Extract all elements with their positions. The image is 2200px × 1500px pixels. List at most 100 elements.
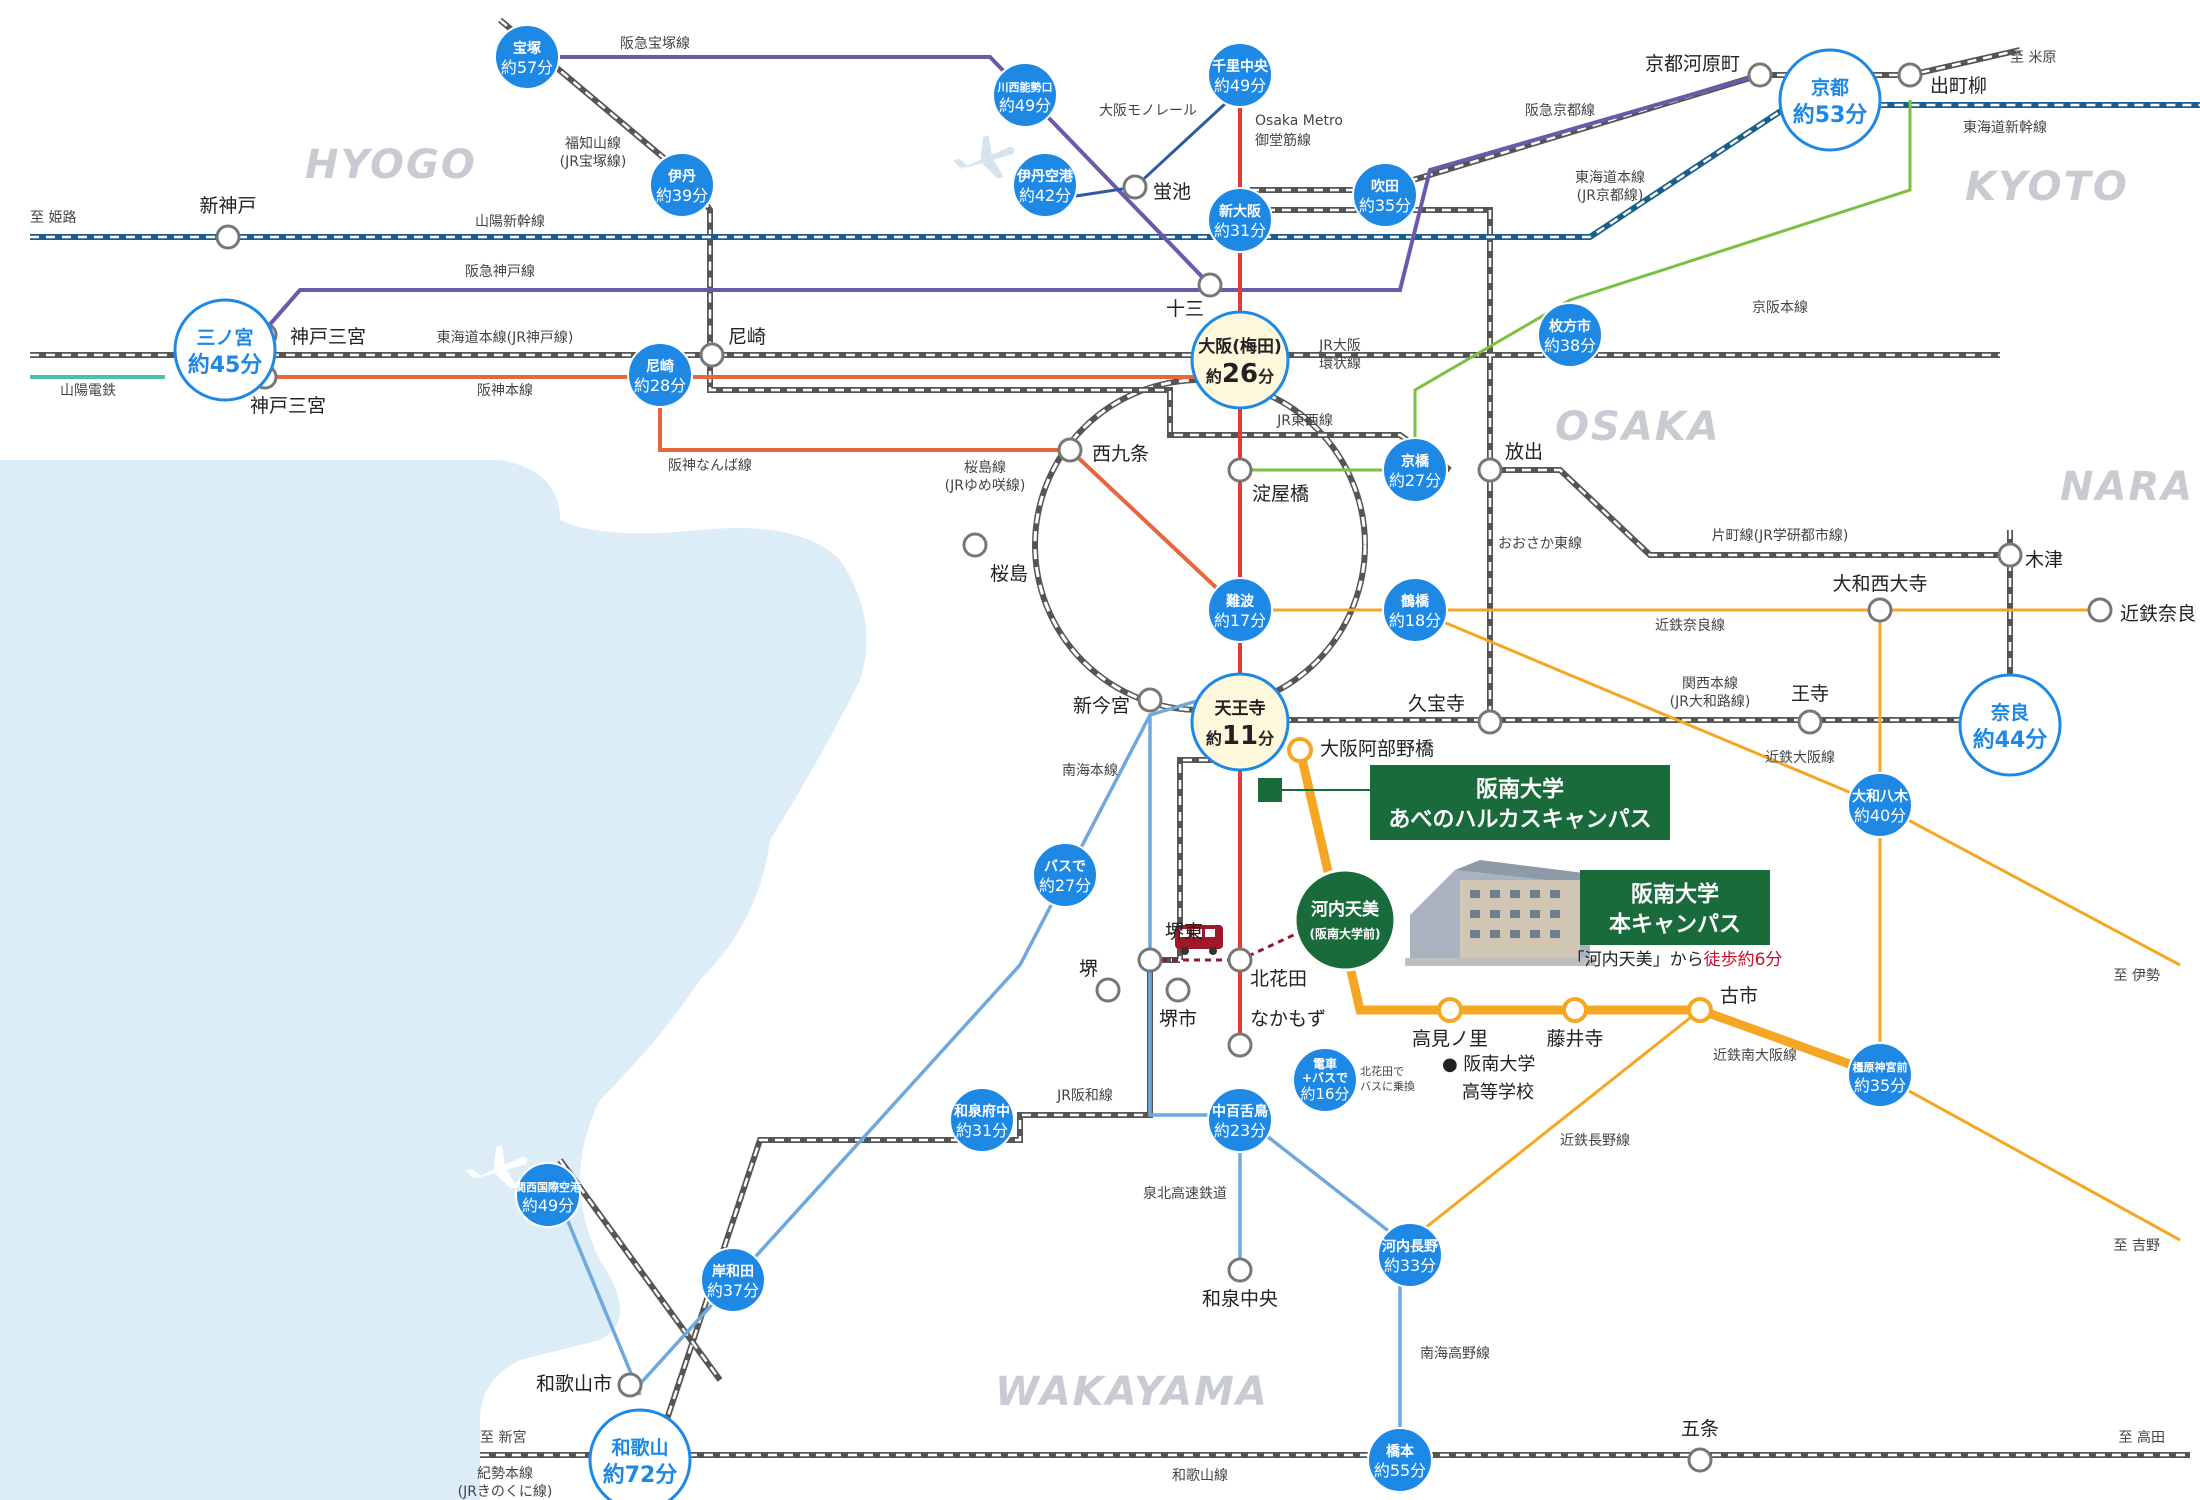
- station-shinimamiya[interactable]: [1137, 687, 1163, 713]
- badge-station-name: +バスで: [1302, 1071, 1348, 1085]
- station-label-furuichi: 古市: [1720, 985, 1758, 1007]
- station-sakaishi[interactable]: [1165, 977, 1191, 1003]
- destination-shingu: 至 新宮: [480, 1430, 526, 1446]
- station-shinkobe[interactable]: [215, 224, 241, 250]
- station-yamatosaidaiji[interactable]: [1867, 597, 1893, 623]
- station-sakai[interactable]: [1095, 977, 1121, 1003]
- jr-loop-line: [1032, 377, 1368, 713]
- hub-name: 天王寺: [1215, 698, 1266, 719]
- station-label-kintetsunara: 近鉄奈良: [2120, 603, 2196, 625]
- station-kawachi-amami[interactable]: 河内天美 (阪南大学前): [1293, 868, 1397, 972]
- airplane-icon: [466, 1145, 528, 1189]
- badge-station-name: 尼崎: [646, 358, 674, 375]
- station-jusou[interactable]: [1197, 272, 1223, 298]
- station-label-kizu: 木津: [2025, 549, 2063, 571]
- hub-name: 三ノ宮: [196, 326, 253, 349]
- station-hanaten[interactable]: [1477, 457, 1503, 483]
- line-label-osaka-higashi: おおさか東線: [1498, 536, 1582, 552]
- badge-station-name: 関西国際空港: [515, 1180, 582, 1194]
- station-furuichi[interactable]: [1687, 997, 1713, 1023]
- campus-box-subtitle: あべのハルカスキャンパス: [1388, 808, 1651, 833]
- station-sakaihigashi[interactable]: [1137, 947, 1163, 973]
- center-hub-umeda[interactable]: 大阪(梅田)約26分: [1190, 310, 1290, 410]
- station-kizu[interactable]: [1997, 542, 2023, 568]
- region-wakayama: WAKAYAMA: [995, 1369, 1269, 1415]
- line-label-hanshin: 阪神本線: [477, 383, 533, 399]
- line-label-metro2: 御堂筋線: [1255, 132, 1311, 149]
- station-gojo[interactable]: [1687, 1447, 1713, 1473]
- badge-station-name: 鶴橋: [1401, 593, 1430, 610]
- station-fujiidera[interactable]: [1562, 997, 1588, 1023]
- station-nakamozu[interactable]: [1227, 1032, 1253, 1058]
- badge-circle: [1382, 577, 1448, 643]
- station-label-shinkobe: 新神戸: [199, 195, 256, 217]
- campus-box-bg: [1370, 765, 1670, 840]
- station-wakayamashi[interactable]: [617, 1372, 643, 1398]
- badge-circle: [1032, 842, 1098, 908]
- station-kintetsunara[interactable]: [2087, 597, 2113, 623]
- station-nishikujo[interactable]: [1057, 437, 1083, 463]
- badge-time: 約42分: [1019, 186, 1071, 205]
- hub-name: 河内天美: [1311, 899, 1380, 920]
- badge-station-name: 橋本: [1386, 1443, 1415, 1460]
- station-label-fujiidera: 藤井寺: [1546, 1028, 1603, 1050]
- line-label-sakurajima1: 桜島線: [964, 460, 1006, 476]
- badge-time: 約31分: [1214, 221, 1266, 240]
- hub-name: 奈良: [1990, 701, 2029, 724]
- station-label-osakaabenobashi: 大阪阿部野橋: [1320, 738, 1434, 760]
- hub-subname: (阪南大学前): [1310, 926, 1381, 941]
- campus-box-title: 阪南大学: [1476, 777, 1564, 803]
- airplane-icon: [953, 135, 1015, 179]
- station-kyotokawaramachi[interactable]: [1747, 62, 1773, 88]
- station-kitahanada[interactable]: [1227, 947, 1253, 973]
- station-osakaabenobashi[interactable]: [1287, 737, 1313, 763]
- station-kubouji[interactable]: [1477, 709, 1503, 735]
- station-izumichuo[interactable]: [1227, 1257, 1253, 1283]
- station-hotarugaike[interactable]: [1122, 174, 1148, 200]
- badge-time: 約23分: [1214, 1121, 1266, 1140]
- badge-time: 約39分: [656, 186, 708, 205]
- line-label-kisei1: 紀勢本線: [477, 1466, 533, 1482]
- station-label-kitahanada: 北花田: [1250, 968, 1307, 990]
- station-ouji[interactable]: [1797, 709, 1823, 735]
- line-label-kisei2: (JRきのくに線): [458, 1484, 553, 1500]
- station-label-shinimamiya: 新今宮: [1073, 695, 1130, 717]
- station-takaminosato[interactable]: [1437, 997, 1463, 1023]
- station-amagasaki-jr[interactable]: [699, 342, 725, 368]
- station-sakurajima[interactable]: [962, 532, 988, 558]
- station-yodoyabashi[interactable]: [1227, 457, 1253, 483]
- line-label-nankai-koya: 南海高野線: [1420, 1345, 1490, 1362]
- station-demachiyanagi[interactable]: [1897, 62, 1923, 88]
